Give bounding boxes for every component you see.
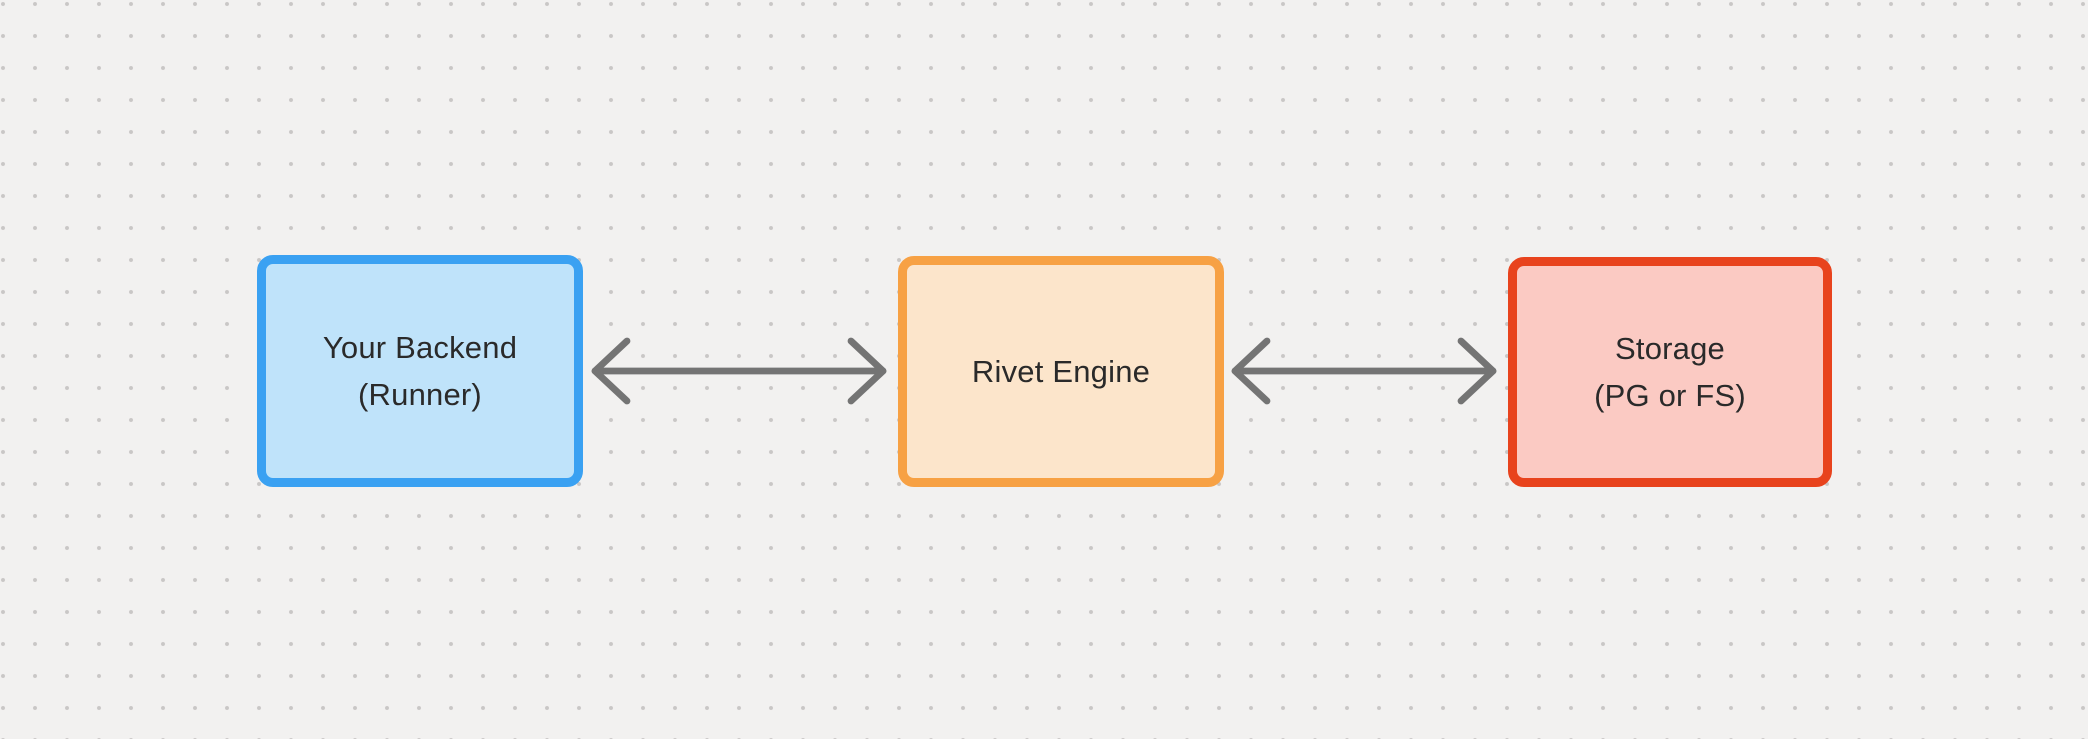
node-your-backend: Your Backend (Runner) [257, 255, 583, 487]
node-label-line1: Your Backend [322, 330, 518, 365]
node-storage-label: Storage (PG or FS) [1594, 325, 1746, 419]
node-label-line1: Rivet Engine [971, 354, 1151, 389]
node-rivet-engine: Rivet Engine [898, 256, 1224, 487]
node-label-line2: (PG or FS) [1594, 378, 1746, 413]
double-arrow [591, 337, 887, 405]
double-arrow [1231, 337, 1497, 405]
node-label-line1: Storage [1615, 331, 1725, 366]
connector-engine-storage [1231, 337, 1497, 405]
node-storage: Storage (PG or FS) [1508, 257, 1832, 487]
canvas-bottom-edge [0, 739, 2088, 744]
node-your-backend-label: Your Backend (Runner) [323, 324, 517, 418]
node-rivet-engine-label: Rivet Engine [972, 348, 1150, 395]
connector-backend-engine [591, 337, 887, 405]
node-label-line2: (Runner) [358, 377, 482, 412]
